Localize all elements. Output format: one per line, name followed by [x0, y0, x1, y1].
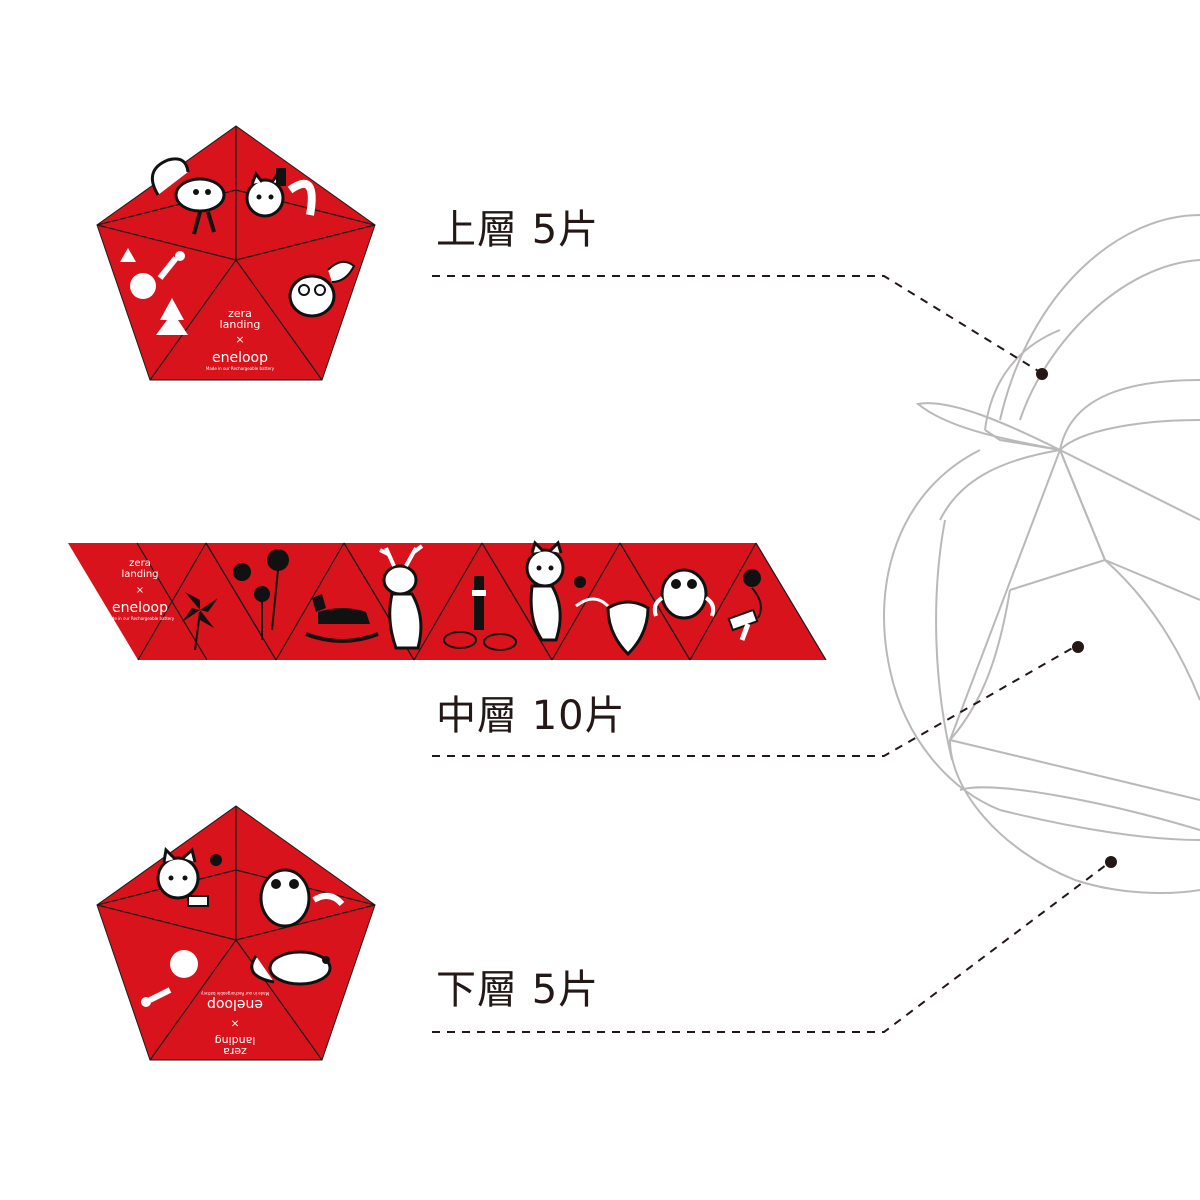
- svg-text:×: ×: [230, 1017, 239, 1030]
- bottom-layer-pentagon: zera landing × eneloop Made in our Recha…: [96, 805, 376, 1061]
- ring-toss-icon: [443, 576, 517, 651]
- strip-fold-line: [755, 542, 827, 661]
- layer-label-middle: 中層 10片: [436, 693, 626, 739]
- kendama-icon: [727, 569, 762, 641]
- svg-text:Made in our Rechargeable batte: Made in our Rechargeable battery: [206, 366, 275, 371]
- leader-dot-middle: [1072, 641, 1084, 653]
- brand-logo-middle: zera landing × eneloop Made in our Recha…: [106, 558, 175, 621]
- leader-dot-bottom: [1105, 856, 1117, 868]
- strip-fold-line: [619, 542, 691, 661]
- svg-text:eneloop: eneloop: [212, 350, 268, 366]
- owl-icon: [652, 568, 716, 620]
- rocking-horse-icon: [305, 594, 379, 643]
- strip-fold-line: [689, 542, 757, 661]
- tree-icon: [120, 248, 188, 335]
- cat-icon: [245, 168, 316, 218]
- middle-layer-strip: zera landing × eneloop Made in our Recha…: [68, 540, 827, 661]
- owl-icon: [288, 260, 356, 318]
- strip-fold-line: [205, 542, 277, 661]
- svg-text:landing: landing: [215, 1034, 256, 1047]
- top-layer-pentagon: zera landing × eneloop Made in our Recha…: [96, 125, 376, 381]
- leader-dot-top: [1036, 368, 1048, 380]
- cat-icon: [156, 846, 222, 907]
- brand-logo-top: zera landing × eneloop Made in our Recha…: [206, 307, 275, 371]
- svg-text:×: ×: [136, 585, 144, 596]
- lantern-outline: [883, 214, 1200, 894]
- svg-text:landing: landing: [121, 569, 158, 580]
- svg-text:Made in our Rechargeable batte: Made in our Rechargeable battery: [200, 991, 269, 996]
- apple-icon: [130, 251, 185, 299]
- strip-fold-line: [413, 542, 483, 661]
- pinwheel-icon: [182, 592, 218, 651]
- deer-icon: [379, 544, 424, 650]
- layer-label-top: 上層 5片: [436, 207, 600, 253]
- leader-lines: [432, 275, 1111, 1033]
- leader-line-bottom: [432, 861, 1111, 1033]
- svg-text:Made in our Rechargeable batte: Made in our Rechargeable battery: [106, 616, 175, 621]
- svg-text:eneloop: eneloop: [112, 600, 168, 616]
- squirrel-icon: [150, 157, 226, 235]
- strip-fold-line: [481, 542, 553, 661]
- flower-icon: [233, 549, 289, 640]
- leader-line-top: [432, 275, 1041, 373]
- squirrel-icon: [250, 950, 332, 986]
- svg-text:zera: zera: [223, 1045, 247, 1058]
- svg-text:eneloop: eneloop: [207, 996, 263, 1012]
- layer-label-bottom: 下層 5片: [436, 967, 600, 1013]
- apple-icon: [141, 950, 198, 1007]
- svg-text:zera: zera: [129, 558, 151, 569]
- strip-fold-line: [275, 542, 345, 661]
- brand-logo-bottom: zera landing × eneloop Made in our Recha…: [200, 991, 269, 1058]
- svg-text:landing: landing: [220, 318, 261, 331]
- cat-icon: [525, 540, 586, 642]
- leader-line-middle: [432, 645, 1077, 757]
- svg-text:zera: zera: [228, 307, 252, 320]
- spinning-top-icon: [575, 597, 650, 657]
- owl-icon: [259, 868, 345, 928]
- svg-text:×: ×: [235, 333, 244, 346]
